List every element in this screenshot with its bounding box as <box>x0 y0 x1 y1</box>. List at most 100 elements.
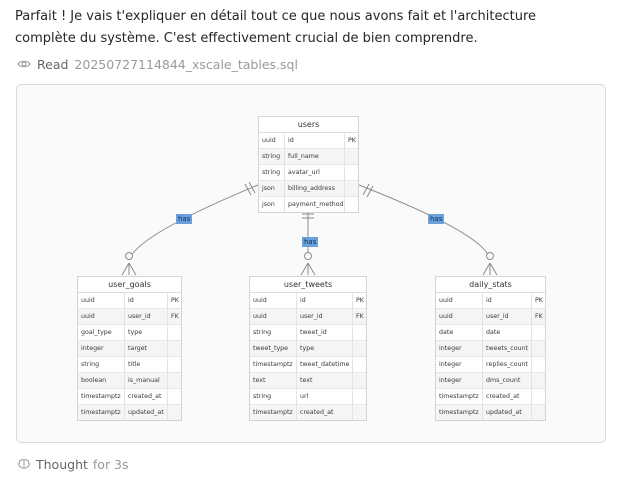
column-type: json <box>262 201 275 208</box>
column-name: user_id <box>296 309 352 324</box>
column-key: FK <box>352 309 366 324</box>
column-type: json <box>262 185 275 192</box>
eye-icon <box>17 60 31 68</box>
column-key <box>352 325 366 340</box>
relation-label-user-goals: has <box>176 214 193 224</box>
column-type: integer <box>439 345 462 352</box>
table-row: string url <box>250 388 366 404</box>
column-key <box>344 181 358 196</box>
column-type: timestamptz <box>439 409 479 416</box>
column-name: url <box>296 389 352 404</box>
column-name: date <box>482 325 531 340</box>
table-row: text text <box>250 372 366 388</box>
column-key: PK <box>167 293 181 308</box>
column-type: text <box>253 377 266 384</box>
column-key <box>344 165 358 180</box>
column-name: dms_count <box>482 373 531 388</box>
one-marker <box>362 183 370 196</box>
column-type: uuid <box>81 313 95 320</box>
column-type: uuid <box>439 313 453 320</box>
column-name: updated_at <box>124 405 167 420</box>
column-key <box>352 357 366 372</box>
column-key <box>167 405 181 420</box>
column-name: tweet_id <box>296 325 352 340</box>
column-name: tweets_count <box>482 341 531 356</box>
relation-line-user-goals <box>128 184 259 261</box>
tool-verb: Read <box>37 56 69 72</box>
column-name: type <box>296 341 352 356</box>
column-name: avatar_url <box>284 165 344 180</box>
column-name: text <box>296 373 352 388</box>
column-type: date <box>439 329 454 336</box>
column-type: timestamptz <box>439 393 479 400</box>
column-name: id <box>284 133 344 148</box>
column-type: boolean <box>81 377 107 384</box>
brain-icon <box>18 459 30 469</box>
column-key <box>531 357 545 372</box>
column-name: title <box>124 357 167 372</box>
thought-indicator[interactable]: Thought for 3s <box>17 455 129 473</box>
one-marker <box>366 185 374 198</box>
many-marker <box>300 262 316 276</box>
column-key: FK <box>531 309 545 324</box>
zero-marker <box>304 252 312 260</box>
column-name: id <box>296 293 352 308</box>
column-key: PK <box>344 133 358 148</box>
column-name: created_at <box>124 389 167 404</box>
column-key <box>344 149 358 164</box>
column-key <box>167 341 181 356</box>
column-key <box>531 325 545 340</box>
column-name: id <box>124 293 167 308</box>
column-type: string <box>253 393 272 400</box>
relation-label-user-tweets: has <box>302 237 319 247</box>
column-key <box>167 373 181 388</box>
one-marker <box>248 181 256 194</box>
column-key <box>531 389 545 404</box>
table-row: integer target <box>78 340 181 356</box>
read-tool-call[interactable]: Read 20250727114844_xscale_tables.sql <box>17 55 298 73</box>
table-row: date date <box>436 324 545 340</box>
zero-marker <box>125 252 133 260</box>
column-type: uuid <box>439 297 453 304</box>
column-name: billing_address <box>284 181 344 196</box>
column-name: created_at <box>482 389 531 404</box>
column-type: goal_type <box>81 329 112 336</box>
column-name: updated_at <box>482 405 531 420</box>
column-name: target <box>124 341 167 356</box>
table-row: integer tweets_count <box>436 340 545 356</box>
column-type: uuid <box>81 297 95 304</box>
tool-file-name[interactable]: 20250727114844_xscale_tables.sql <box>74 56 298 72</box>
column-key <box>167 389 181 404</box>
column-type: uuid <box>253 297 267 304</box>
entity-title: users <box>259 117 358 133</box>
column-key <box>167 357 181 372</box>
entity-title: user_tweets <box>250 277 366 293</box>
table-row: json billing_address <box>259 180 358 196</box>
column-name: user_id <box>124 309 167 324</box>
assistant-message: Parfait ! Je vais t'expliquer en détail … <box>15 9 537 46</box>
column-type: timestamptz <box>253 409 293 416</box>
column-key <box>531 373 545 388</box>
many-marker <box>482 262 498 276</box>
column-type: uuid <box>253 313 267 320</box>
one-marker <box>244 183 252 196</box>
column-type: string <box>81 361 100 368</box>
column-key <box>531 341 545 356</box>
column-type: string <box>262 169 281 176</box>
column-type: integer <box>81 345 104 352</box>
